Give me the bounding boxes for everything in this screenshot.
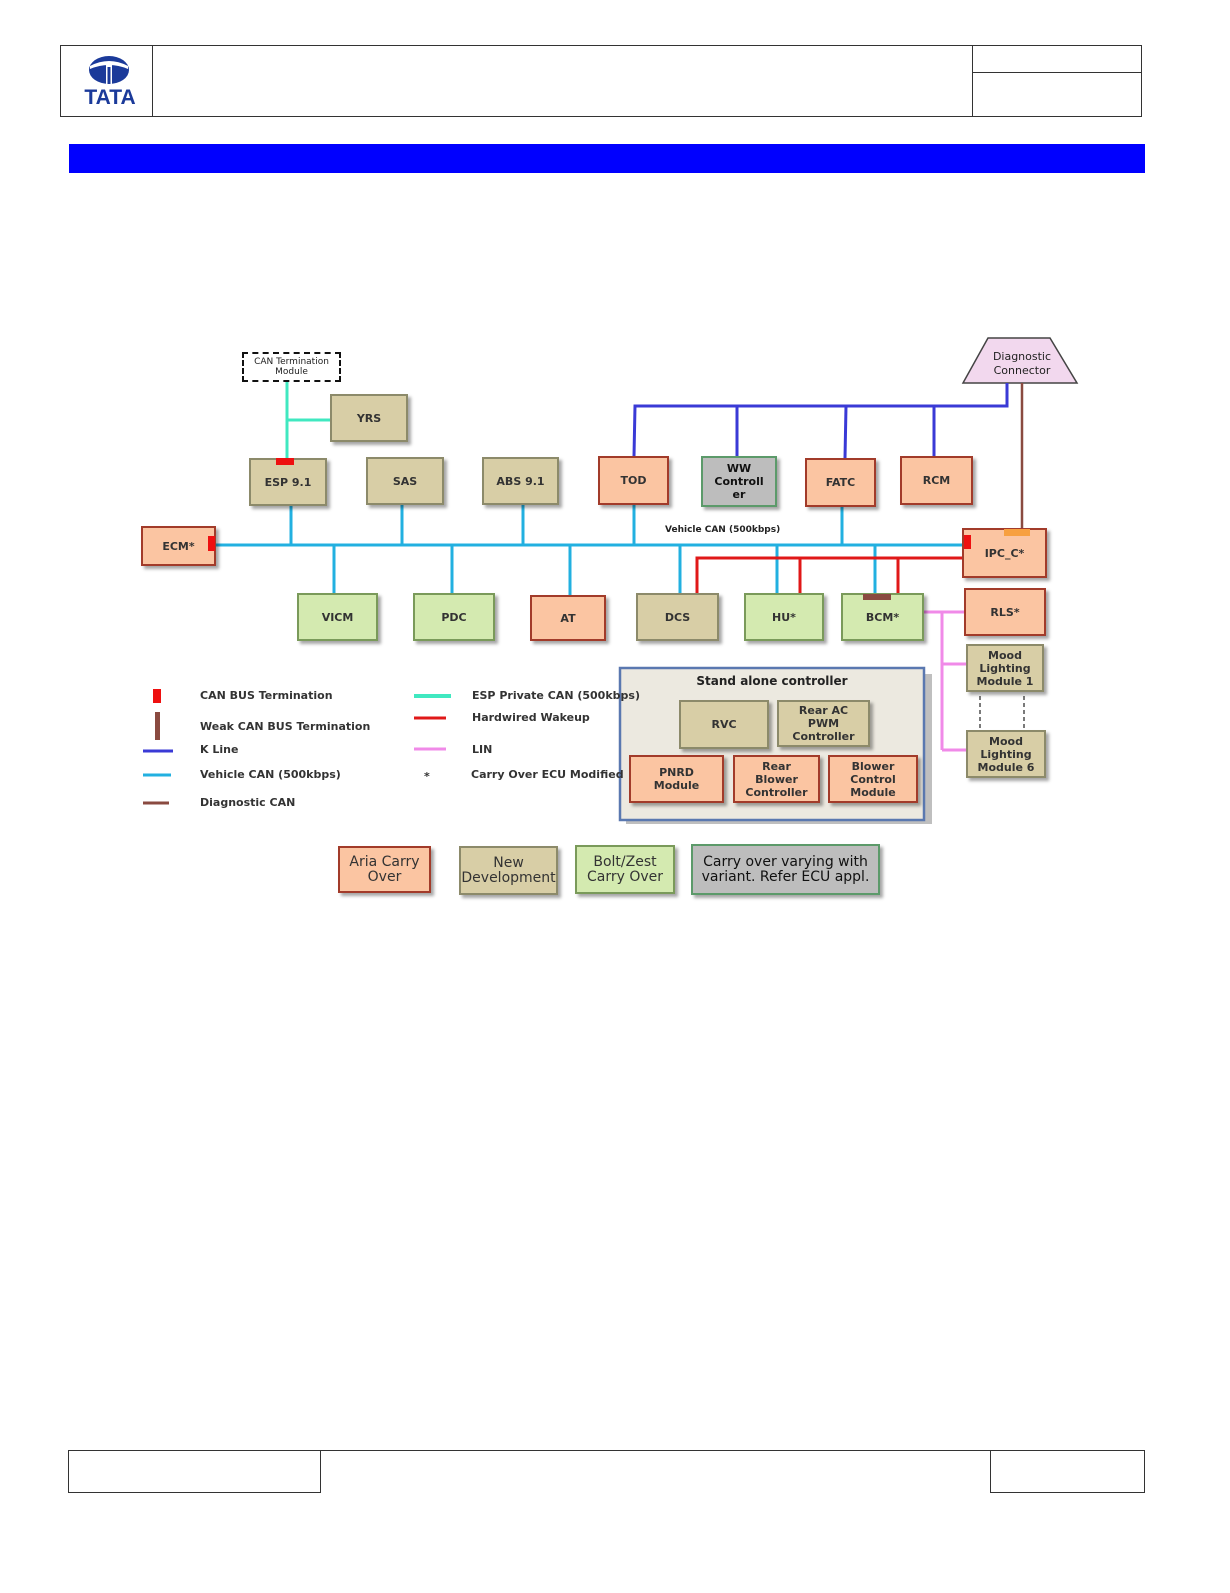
- ecu-ipc-label: IPC_C*: [984, 546, 1025, 560]
- diagnostic-connector-shape: [961, 337, 1079, 384]
- ecu-ww-label: WW Controll er: [714, 462, 764, 501]
- ecu-rcm: RCM: [900, 456, 973, 505]
- can-termination-module-label: CAN Termination Module: [254, 357, 329, 377]
- key-new-dev-label: New Development: [461, 854, 556, 886]
- ecu-tod-label: TOD: [620, 474, 647, 487]
- legend-lin: LIN: [472, 743, 493, 756]
- ecu-at-label: AT: [560, 611, 576, 625]
- ecu-sas-label: SAS: [392, 474, 418, 488]
- vehicle-can-wires: [216, 505, 964, 595]
- ecu-tod: TOD: [598, 456, 669, 505]
- ecu-rls: RLS*: [964, 588, 1046, 636]
- ecm-termination-mark: [208, 536, 215, 551]
- ecu-rvc: RVC: [679, 700, 769, 749]
- ecu-rear-blower-label: Rear Blower Controller: [745, 759, 808, 799]
- ecu-fatc-label: FATC: [825, 476, 856, 489]
- key-bolt-zest-carry-over: Bolt/Zest Carry Over: [575, 845, 675, 894]
- esp-termination-mark: [276, 458, 294, 465]
- ecu-rvc-label: RVC: [711, 718, 737, 731]
- vehicle-can-label: Vehicle CAN (500kbps): [665, 525, 781, 535]
- ecu-sas: SAS: [366, 457, 444, 505]
- legend-can-termination-swatch: [153, 689, 161, 703]
- key-carry-over-varying: Carry over varying with variant. Refer E…: [691, 844, 880, 895]
- ecu-pnrd-label: PNRD Module: [653, 766, 700, 792]
- ecu-esp-label: ESP 9.1: [264, 475, 312, 489]
- legend-carry-over-symbol: *: [424, 770, 430, 783]
- ecu-ww-controller: WW Controll er: [701, 456, 777, 507]
- footer-left-cell: [68, 1450, 321, 1493]
- standalone-title: Stand alone controller: [696, 674, 848, 688]
- can-termination-module: CAN Termination Module: [242, 352, 341, 382]
- ipc-termination-mark: [964, 535, 971, 549]
- tata-logo-icon: [89, 56, 129, 84]
- ecu-pdc: PDC: [413, 593, 495, 641]
- ecu-rear-blower: Rear Blower Controller: [733, 755, 820, 803]
- ecu-mood6-label: Mood Lighting Module 6: [977, 734, 1035, 774]
- ecu-rear-ac-label: Rear AC PWM Controller: [792, 704, 855, 743]
- esp-private-can-wires: [285, 382, 330, 458]
- section-title-bar: [69, 144, 1145, 173]
- ipc-diagnostic-mark: [1004, 529, 1030, 536]
- key-aria-carry-over: Aria Carry Over: [338, 846, 431, 893]
- ecu-mood-lighting-6: Mood Lighting Module 6: [966, 730, 1046, 778]
- mood-module-dashes: [979, 696, 1025, 728]
- ecu-blower-control: Blower Control Module: [828, 755, 918, 803]
- ecu-rear-ac-pwm: Rear AC PWM Controller: [777, 700, 870, 747]
- ecu-dcs-label: DCS: [664, 610, 691, 624]
- ecu-mood-lighting-1: Mood Lighting Module 1: [966, 644, 1044, 692]
- ecu-abs-label: ABS 9.1: [496, 474, 545, 488]
- ecu-hu-label: HU*: [772, 610, 796, 624]
- footer-top-rule: [320, 1450, 991, 1451]
- legend-k-line: K Line: [200, 743, 239, 756]
- footer-right-cell: [990, 1450, 1145, 1493]
- diagnostic-connector-label: Diagnostic Connector: [992, 350, 1052, 377]
- ecu-yrs-label: YRS: [356, 411, 382, 425]
- ecu-bcm-label: BCM*: [865, 610, 900, 624]
- legend-hardwired-wakeup: Hardwired Wakeup: [472, 711, 590, 724]
- ecu-esp: ESP 9.1: [249, 458, 327, 506]
- ecu-dcs: DCS: [636, 593, 719, 641]
- hardwired-wakeup-wires: [695, 556, 964, 593]
- legend-carry-over-modified: Carry Over ECU Modified: [471, 768, 624, 781]
- ecu-pnrd: PNRD Module: [629, 755, 724, 803]
- key-new-development: New Development: [459, 846, 558, 895]
- ecu-bcm: BCM*: [841, 593, 924, 641]
- key-varying-label: Carry over varying with variant. Refer E…: [701, 853, 870, 885]
- legend-weak-termination-swatch: [155, 712, 160, 740]
- legend-can-bus-termination: CAN BUS Termination: [200, 689, 333, 702]
- legend-weak-can-bus-termination: Weak CAN BUS Termination: [200, 720, 371, 733]
- legend-diagnostic-can: Diagnostic CAN: [200, 796, 296, 809]
- tata-logo-text: TATA: [84, 86, 136, 109]
- lin-wires: [924, 610, 966, 752]
- ecu-mood1-label: Mood Lighting Module 1: [976, 648, 1034, 688]
- header-right-bottom-cell: [972, 72, 1142, 117]
- bcm-weak-termination-mark: [863, 594, 891, 600]
- ecu-at: AT: [530, 595, 606, 641]
- k-line-wires: [632, 383, 1009, 459]
- ecu-vicm-label: VICM: [321, 610, 354, 624]
- ecu-fatc: FATC: [805, 458, 876, 507]
- ecu-ecm-label: ECM*: [162, 539, 195, 553]
- ecu-ecm: ECM*: [141, 526, 216, 566]
- ecu-vicm: VICM: [297, 593, 378, 641]
- ecu-rls-label: RLS*: [990, 605, 1020, 619]
- ecu-hu: HU*: [744, 593, 824, 641]
- key-aria-label: Aria Carry Over: [349, 853, 420, 885]
- ecu-rcm-label: RCM: [922, 474, 951, 487]
- ecu-yrs: YRS: [330, 394, 408, 442]
- ecu-pdc-label: PDC: [441, 610, 467, 624]
- ecu-abs: ABS 9.1: [482, 457, 559, 505]
- legend-vehicle-can: Vehicle CAN (500kbps): [200, 768, 341, 781]
- ecu-blower-control-label: Blower Control Module: [850, 759, 896, 799]
- legend-esp-private-can: ESP Private CAN (500kbps): [472, 689, 640, 702]
- key-bolt-label: Bolt/Zest Carry Over: [586, 853, 664, 885]
